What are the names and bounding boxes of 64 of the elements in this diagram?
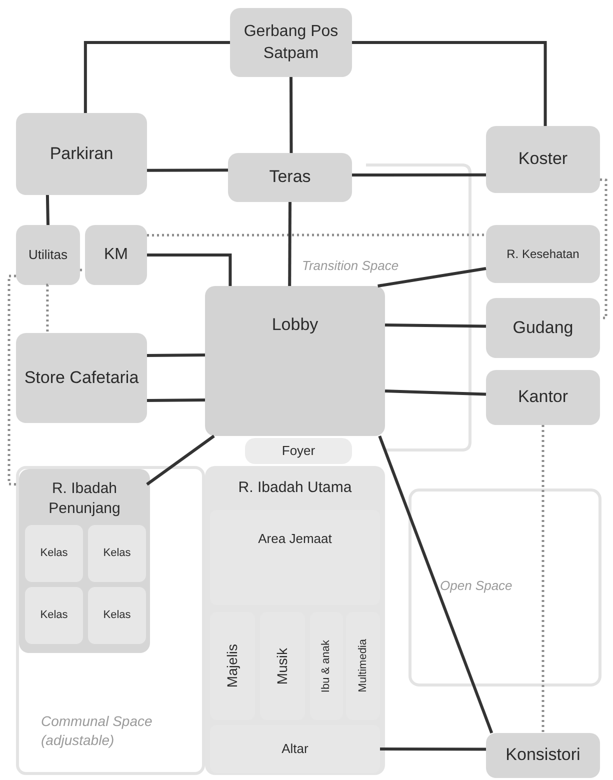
zone-label: Open Space	[440, 578, 512, 593]
room-label: Koster	[518, 148, 568, 170]
room-label: Ibu & anak	[319, 640, 334, 692]
connector-line	[147, 168, 228, 172]
room-box	[230, 8, 352, 77]
room-box	[486, 733, 600, 778]
connector-line	[380, 748, 486, 751]
zone-label: Transition Space	[302, 258, 399, 273]
dotted-connector	[147, 234, 486, 236]
room-box	[486, 126, 600, 193]
connector-line	[146, 434, 215, 486]
connector-line	[290, 77, 293, 153]
room-box	[486, 225, 600, 283]
room-label: R. Ibadah Penunjang	[48, 479, 122, 520]
room-box	[205, 286, 385, 436]
dotted-connector	[8, 274, 16, 486]
room-label: Utilitas	[28, 246, 68, 264]
connector-line	[147, 254, 232, 286]
room-label: Area Jemaat	[258, 530, 332, 548]
room-label: Foyer	[282, 442, 316, 460]
room-box	[19, 469, 150, 653]
room-label: Kantor	[518, 386, 568, 408]
room-box	[16, 333, 147, 423]
room-label: Kelas	[103, 608, 131, 623]
room-label: R. Ibadah Utama	[238, 478, 352, 498]
zone-outline	[16, 466, 205, 775]
room-box	[486, 370, 600, 425]
room-box	[16, 113, 147, 195]
room-label: Kelas	[40, 546, 68, 561]
dotted-connector	[542, 425, 544, 733]
dotted-connector	[600, 178, 608, 320]
room-label: Teras	[269, 166, 311, 188]
room-label: Gerbang Pos Satpam	[242, 22, 340, 64]
connector-line	[146, 398, 206, 402]
connector-line	[384, 324, 486, 328]
room-label: Musik	[273, 648, 292, 684]
room-box	[228, 153, 352, 202]
room-label: KM	[104, 245, 128, 266]
room-label: Konsistori	[506, 744, 580, 766]
room-label: Parkiran	[50, 142, 114, 165]
connector-line	[46, 194, 50, 226]
room-label: Gudang	[512, 316, 574, 339]
zone-label: Communal Space (adjustable)	[41, 712, 154, 750]
room-box	[85, 225, 147, 285]
room-label: Multimedia	[356, 639, 370, 693]
room-label: R. Kesehatan	[506, 246, 580, 262]
room-label: Kelas	[40, 608, 68, 623]
connector-line	[352, 41, 547, 126]
room-label: Lobby	[272, 314, 318, 336]
connector-line	[378, 435, 494, 734]
connector-line	[378, 267, 486, 288]
room-label: Store Cafetaria	[24, 366, 139, 389]
connector-line	[288, 202, 292, 286]
room-label: Majelis	[223, 644, 242, 688]
connector-line	[384, 390, 486, 396]
room-label: Kelas	[103, 546, 131, 561]
dotted-connector	[46, 284, 50, 333]
room-box	[486, 298, 600, 358]
connector-line	[84, 41, 230, 113]
connector-line	[146, 354, 206, 357]
room-label: Altar	[282, 740, 308, 758]
zone-box	[205, 466, 385, 775]
connector-line	[352, 173, 486, 177]
room-box	[16, 225, 80, 285]
